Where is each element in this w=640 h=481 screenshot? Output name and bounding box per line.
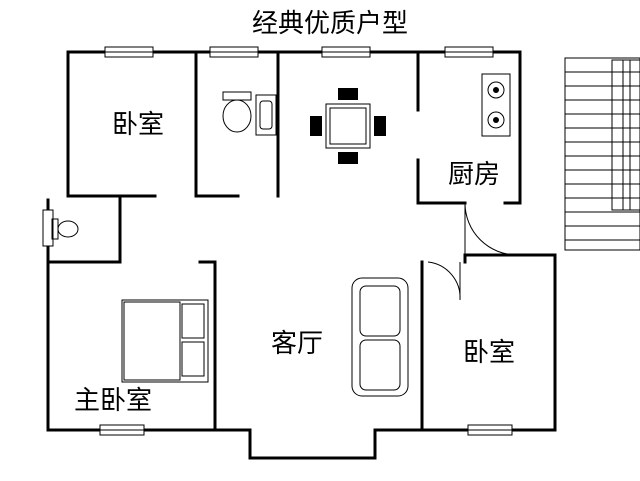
room-label-master-bedroom: 主卧室 <box>74 386 152 416</box>
small-toilet-icon <box>51 218 79 240</box>
room-label-bedroom-top-left: 卧室 <box>112 110 164 140</box>
room-label-bedroom-right: 卧室 <box>463 338 515 368</box>
windows <box>42 46 513 436</box>
stove-icon <box>481 73 511 137</box>
sofa-icon <box>351 277 409 397</box>
toilet-icon <box>222 91 252 133</box>
doors <box>427 202 518 301</box>
bed-icon <box>121 299 209 383</box>
plan-title: 经典优质户型 <box>252 9 408 39</box>
stairs-icon <box>564 57 640 251</box>
room-label-living-room: 客厅 <box>271 329 323 359</box>
room-label-kitchen: 厨房 <box>448 160 500 190</box>
dining-table-icon <box>310 88 386 164</box>
sink-icon <box>255 94 277 136</box>
